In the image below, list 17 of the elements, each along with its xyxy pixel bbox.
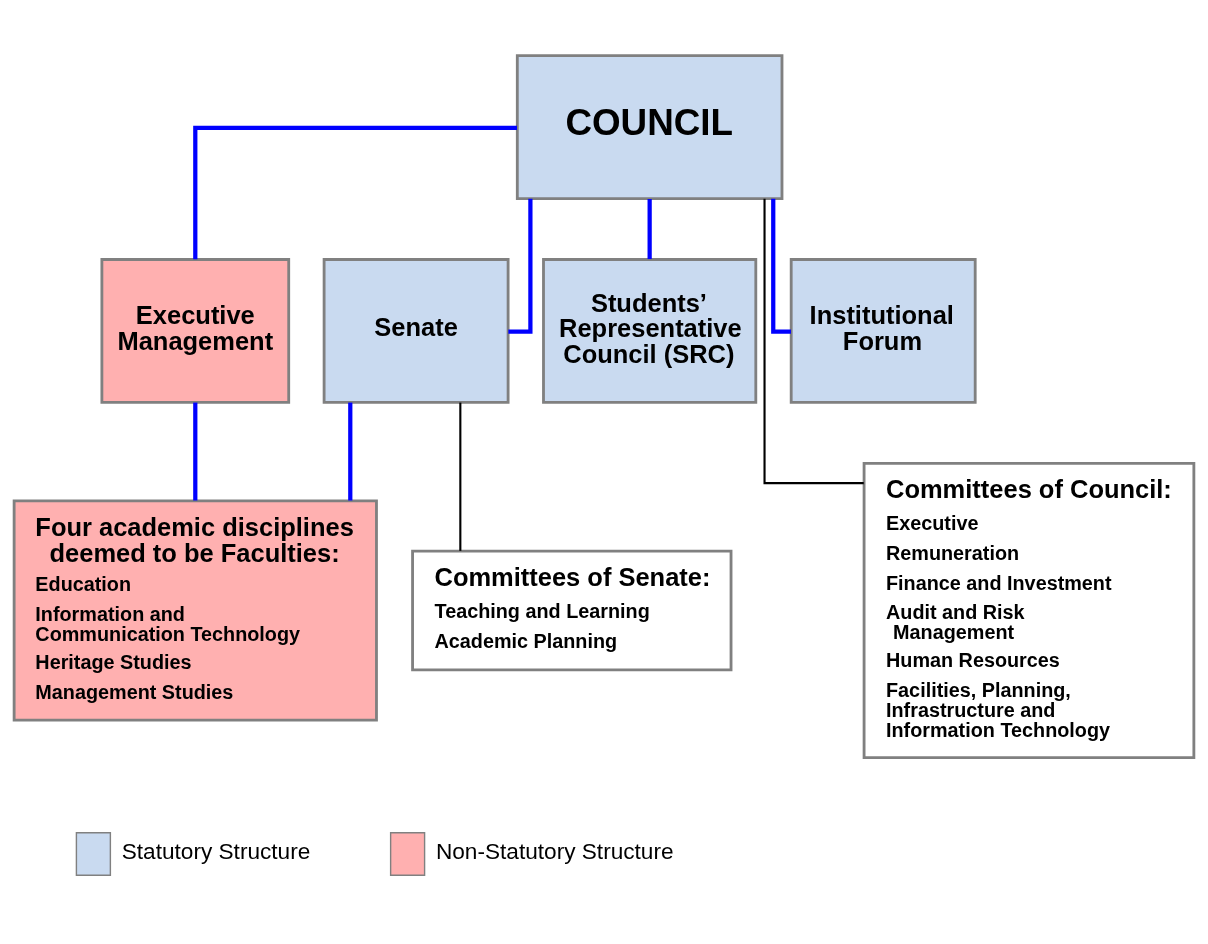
node-box: Committees of Senate: Teaching and Learning Academic Planning	[411, 549, 733, 671]
connector	[193, 402, 198, 500]
node-box: Four academic disciplines deemed to be Faculties: Education Information and Communication Technology Heritage Studies Management Studies	[12, 498, 378, 722]
node-box: Executive Management	[100, 257, 291, 404]
connector	[348, 402, 353, 500]
connector	[193, 125, 517, 259]
node-box: Students’ Representative Council (SRC)	[542, 257, 758, 404]
legend-label: Statutory Structure	[121, 838, 311, 864]
node-box: Institutional Forum	[789, 257, 977, 404]
connector	[459, 402, 462, 551]
legend-label: Non-Statutory Structure	[435, 838, 674, 864]
node-box: Senate	[322, 257, 510, 404]
node-box: Committees of Council: Executive Remuneration Finance and Investment Audit and Risk Management Human Resources Facilities, Planning, Infrastructure and Information Technology	[862, 461, 1196, 759]
node-box: COUNCIL	[515, 53, 784, 200]
connector	[763, 198, 864, 484]
connector	[771, 198, 791, 334]
connector	[647, 198, 652, 259]
